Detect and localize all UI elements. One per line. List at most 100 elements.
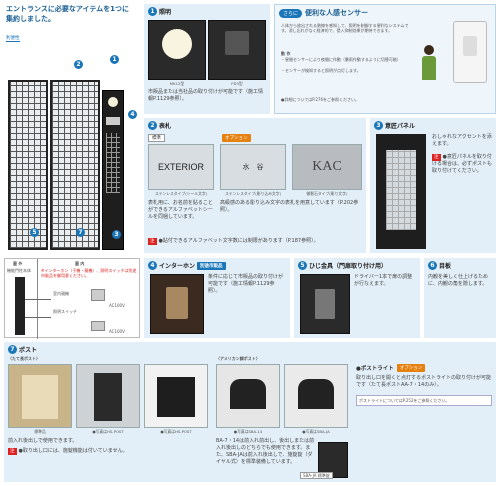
post-vertical-desc: 前入れ後出しで使用できます。 <box>8 438 78 444</box>
postlight-heading: ●ポストライト オプション <box>356 364 492 372</box>
lighting-model-2: PD3型 <box>231 81 243 86</box>
diagram-indoor-unit <box>91 289 105 301</box>
post-american-caption-1: ●写真はSBA-14 <box>233 429 263 434</box>
section-lighting: 1 照明 MK12型 PD3型 市販品または当社品の取り付けが可能です（施工情報… <box>144 4 270 114</box>
benefit-badge: 利便性 <box>6 36 20 42</box>
number-desc: 内観を美しく仕上げるために、内観の角を隠します。 <box>428 274 489 287</box>
gate-door-right <box>50 80 100 250</box>
post-heading: 7 ポスト <box>8 345 37 354</box>
post-american-photo-2 <box>284 364 348 428</box>
callout-1: 1 <box>110 55 119 64</box>
diagram-inside: 屋 内 <box>75 261 85 266</box>
section-postlight: ●ポストライト オプション 取り出し口を開くと点灯するポストライトの取り付けが可… <box>356 364 492 478</box>
nameplate-option-label: オプション <box>222 134 251 142</box>
sensor-title: 便利な人感センサー <box>305 9 369 17</box>
nameplate-num: 2 <box>148 121 157 130</box>
nameplate-desc-std: 表札用に、お名前を貼ることができるアルファベットシールを同梱しています。 <box>148 200 213 220</box>
post-american-photo-1 <box>216 364 280 428</box>
decor-desc: おしゃれなアクセントを添えます。 <box>432 134 492 147</box>
sensor-note: ●詳細についてはP.276をご参照ください。 <box>281 97 359 102</box>
nameplate-sample-3: KAC <box>292 144 362 190</box>
post-title: ポスト <box>19 347 38 354</box>
sensor-device-photo <box>453 21 487 83</box>
pillar-decor-panel <box>106 133 120 193</box>
diagram-pillar <box>15 277 25 335</box>
intercom-num: 4 <box>148 261 157 270</box>
hinge-heading: 5 ひじ金具（門扉取り付け用） <box>298 261 387 270</box>
post-vertical-photo-2 <box>76 364 140 428</box>
intercom-title: インターホン <box>159 263 196 270</box>
diagram-unit-label: 機能門柱本体 <box>7 268 31 273</box>
section-decor-panel: 3 意匠パネル おしゃれなアクセントを添えます。 注●意匠パネルを取り付ける場合… <box>370 118 496 253</box>
sensor-action-2: ・センサーが検知すると照明が点灯します。 <box>281 68 361 73</box>
decor-title: 意匠パネル <box>385 123 416 130</box>
lighting-num: 1 <box>148 7 157 16</box>
post-vertical-note: 注●取り出し口には、施錠機能は付いていません。 <box>8 448 128 455</box>
sensor-action-1: ・昼間センサーにより夜間に作動（暴雨作動するように切替可能） <box>281 57 401 62</box>
postlight-note: ポストライトについてはP.252をご参照ください。 <box>356 395 492 406</box>
nameplate-heading: 2 表札 <box>148 121 171 130</box>
post-american-caption-2: ●写真はSBA-JA <box>302 429 330 434</box>
decor-num: 3 <box>374 121 383 130</box>
post-vertical-photo-1 <box>8 364 72 428</box>
gate-pillar <box>102 90 124 250</box>
post-vertical-caption-3: ●写真はHS-POST <box>160 429 192 434</box>
sensor-action-title: 動 作 <box>281 51 291 56</box>
diagram-switch-box <box>91 321 105 331</box>
diagram-label-ac1: AC100V <box>109 303 125 308</box>
diagram-sensor-note: ※インターホン（子機・親機）、照明スイッチは別途市販品を御用意ください。 <box>41 268 137 278</box>
lighting-title: 照明 <box>159 9 172 16</box>
hinge-title: ひじ金具（門扉取り付け用） <box>309 263 388 270</box>
sensor-person-illustration <box>417 45 441 93</box>
callout-7: 7 <box>76 228 85 237</box>
decor-heading: 3 意匠パネル <box>374 121 415 130</box>
post-vertical-photo-3 <box>144 364 208 428</box>
section-sensor: さらに 便利な人感センサー 人体から放出される熱線を感知して、照明を制御する便利… <box>274 4 496 114</box>
nameplate-note: 注●貼付できるアルファベット文字数には制限があります（P.187参照）。 <box>148 238 319 245</box>
decor-photo <box>376 134 426 249</box>
nameplate-caption-1: ステンレスタイプ(シール文字) <box>154 191 208 196</box>
lighting-photo-pd3 <box>208 20 266 80</box>
section-hinge: 5 ひじ金具（門扉取り付け用） ドライバー1本で扉の調整が行なえます。 <box>294 258 420 338</box>
nameplate-std-label: 標準 <box>148 134 165 142</box>
pillar-nameplate <box>106 117 120 125</box>
diagram-label-indoor: 室内親機 <box>53 291 69 296</box>
intercom-photo <box>150 274 204 334</box>
nameplate-title: 表札 <box>159 123 172 130</box>
note-mark: 注 <box>148 238 157 245</box>
pillar-lamp <box>108 97 118 107</box>
number-heading: 6 目板 <box>428 261 451 270</box>
section-nameplate: 2 表札 標準 オプション EXTERIOR 水 谷 KAC ステンレスタイプ(… <box>144 118 366 253</box>
nameplate-caption-2: ステンレスタイプ(彫り込み文字) <box>224 191 282 196</box>
wiring-diagram: 屋 外 屋 内 機能門柱本体 ※インターホン（子機・親機）、照明スイッチは別途市… <box>4 258 140 339</box>
callout-4: 4 <box>128 110 137 119</box>
intercom-desc: 条件に応じて市販品の取り付けが可能です（施工情報P.1129参照）。 <box>208 274 284 294</box>
post-american-title: 〈アメリカン調ポスト〉 <box>216 356 260 361</box>
diagram-outside: 屋 外 <box>13 261 23 266</box>
post-sba-badge: SBA-JA 標準錠 <box>300 472 333 479</box>
post-vertical-title: 〈たて長ポスト〉 <box>8 356 40 361</box>
number-title: 目板 <box>439 263 452 270</box>
number-num: 6 <box>428 261 437 270</box>
postlight-desc: 取り出し口を開くと点灯するポストライトの取り付けが可能です（たて長ポストAA-7… <box>356 375 492 388</box>
post-vertical-caption-1: 標準品 <box>34 429 46 434</box>
intercom-heading: 4 インターホン 別途市販品 <box>148 261 226 270</box>
sensor-heading: さらに 便利な人感センサー <box>279 8 368 18</box>
lighting-heading: 1 照明 <box>148 7 171 16</box>
lighting-photo-mk12 <box>148 20 206 80</box>
gate-door-left <box>8 80 48 250</box>
section-number-board: 6 目板 内観を美しく仕上げるために、内観の角を隠します。 <box>424 258 496 338</box>
nameplate-sample-2: 水 谷 <box>220 144 286 190</box>
nameplate-desc-opt: 高級感のある彫り込み文字の表札を用意しています（P.202参照）。 <box>220 200 359 213</box>
hinge-desc: ドライバー1本で扉の調整が行なえます。 <box>354 274 413 287</box>
sensor-desc: 人体から放出される熱線を感知して、照明を制御する便利なシステムです。消し忘れがな… <box>281 23 409 33</box>
postlight-title: ●ポストライト <box>356 366 394 372</box>
diagram-label-switch: 照明スイッチ <box>53 309 77 314</box>
postlight-tag: オプション <box>396 364 426 372</box>
section-post: 7 ポスト 〈たて長ポスト〉 〈アメリカン調ポスト〉 標準品 ●写真はHS-PO… <box>4 342 496 482</box>
callout-3: 3 <box>112 230 121 239</box>
nameplate-sample-1: EXTERIOR <box>148 144 214 190</box>
post-american-desc: BA-7・14は前入れ前出し、後出しまたは前入れ後出しのどちらでも使用できます。… <box>216 438 315 465</box>
decor-note: 注●意匠パネルを取り付ける場合は、必ずポストも取り付けてください。 <box>432 154 493 174</box>
